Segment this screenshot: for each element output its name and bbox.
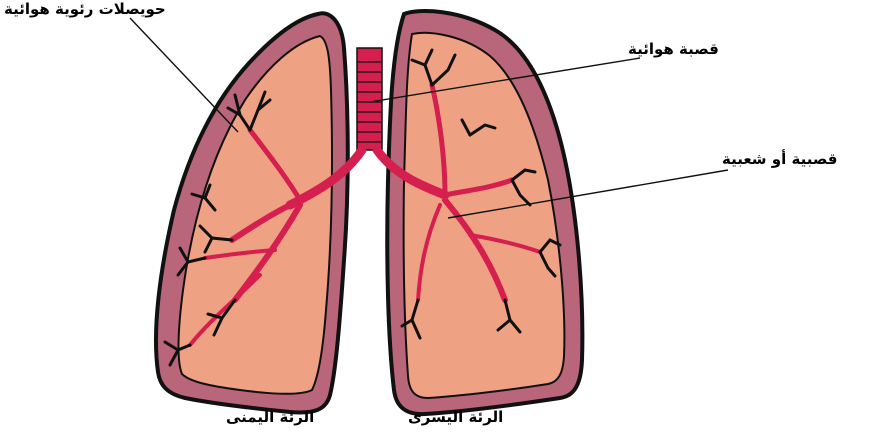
trachea-shape <box>357 48 382 150</box>
label-alveoli: حويصلات رئوية هوائية <box>4 0 240 18</box>
label-bronchus: قصبية أو شعبية <box>722 150 892 168</box>
right-lung-inner <box>179 36 332 394</box>
label-right-lung: الرئة اليمنى <box>226 408 366 426</box>
label-trachea: قصبة هوائية <box>628 40 798 58</box>
leader-alveoli <box>130 18 238 132</box>
label-left-lung: الرئة اليسرى <box>408 408 548 426</box>
